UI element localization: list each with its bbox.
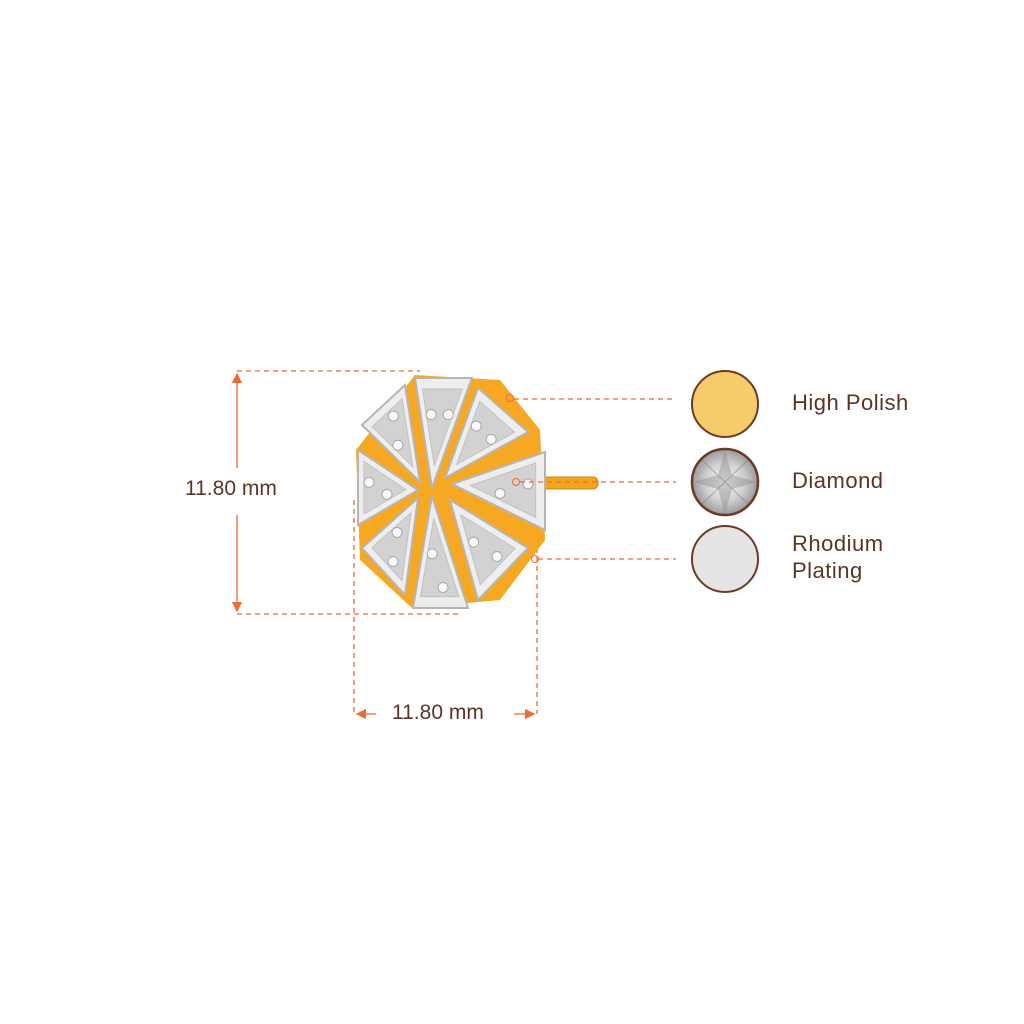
diamond-stone (381, 488, 393, 500)
pave-setting (455, 400, 516, 466)
diamond-stone (470, 420, 482, 432)
height-dimension-label: 11.80 mm (181, 477, 281, 501)
pave-setting (419, 518, 460, 598)
earring-image (356, 375, 599, 609)
diamond-stone (425, 409, 437, 421)
diamond-stone (387, 410, 399, 422)
legend-label-rhodium-line1: Rhodium (792, 531, 884, 556)
diamond-stone (491, 551, 503, 563)
width-dimension-label: 11.80 mm (388, 701, 488, 725)
diamond-stone (387, 556, 399, 568)
pave-setting (421, 388, 464, 467)
legend-label-rhodium-line2: Plating (792, 558, 863, 583)
high-polish-swatch (691, 370, 759, 438)
diamond-stone (426, 548, 438, 560)
legend-label-diamond: Diamond (792, 468, 884, 493)
diamond-stone (391, 526, 403, 538)
rhodium-plating-swatch (691, 525, 759, 593)
diamond-stone (442, 409, 454, 421)
diamond-stone (392, 439, 404, 451)
width-dimension (353, 500, 538, 720)
legend-label-high-polish: High Polish (792, 390, 909, 415)
earring-post (539, 476, 599, 490)
diamond-stone (485, 433, 497, 445)
diamond-stone (494, 487, 506, 499)
diamond-swatch (690, 447, 760, 517)
pave-setting (371, 397, 414, 469)
diamond-stone (522, 478, 534, 490)
diamond-stone (363, 476, 375, 488)
diamond-stone (437, 581, 449, 593)
height-dimension (231, 370, 460, 615)
leader-lines (514, 398, 676, 560)
pave-setting (459, 513, 516, 586)
diamond-stone (468, 536, 480, 548)
pave-setting (363, 460, 407, 515)
legend-label-rhodium-plating: Rhodium Plating (792, 530, 884, 584)
